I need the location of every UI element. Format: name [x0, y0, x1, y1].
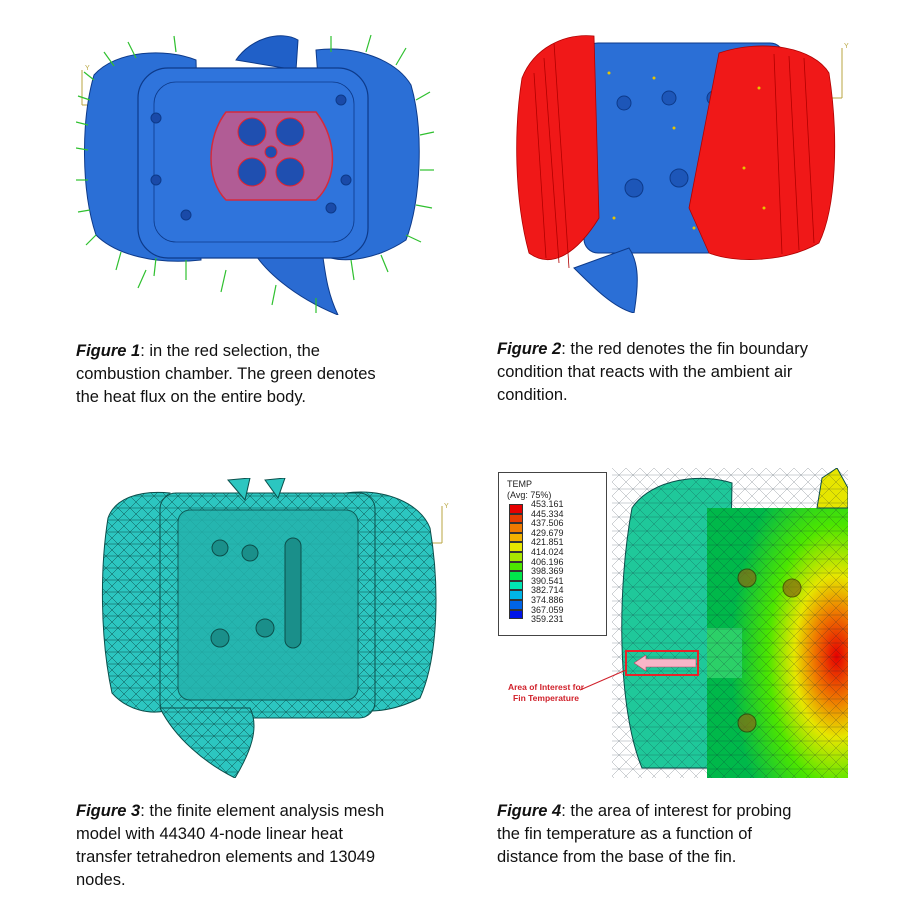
figure-1-image: Y: [76, 30, 436, 315]
area-of-interest-arrow: [634, 655, 696, 671]
figure-2-label: Figure 2: [497, 340, 562, 358]
legend-swatch: [509, 542, 523, 552]
legend-value: 359.231: [531, 614, 564, 625]
fin-boundary-left: [516, 35, 600, 269]
legend-value: 453.161: [531, 499, 564, 509]
figure-3-image: Y: [100, 478, 460, 778]
svg-text:Y: Y: [444, 503, 449, 510]
annotation-pointer: [578, 668, 628, 692]
svg-text:Y: Y: [85, 65, 90, 72]
legend-swatch: [509, 532, 523, 543]
figure-4-label: Figure 4: [497, 802, 562, 820]
legend-swatch: [509, 552, 523, 562]
legend-value: 406.196: [531, 556, 564, 567]
figure-1-caption: Figure 1: in the red selection, the comb…: [76, 342, 376, 406]
legend-value: 414.024: [531, 547, 564, 557]
legend-value: 445.334: [531, 508, 564, 519]
area-of-interest-label: Area of Interest for Fin Temperature: [507, 682, 585, 703]
legend-swatch: [509, 580, 523, 591]
legend-swatch: [509, 571, 523, 581]
figure-2-caption: Figure 2: the red denotes the fin bounda…: [497, 340, 808, 404]
figure-4-image: [612, 468, 848, 778]
legend-value: 390.541: [531, 575, 564, 586]
area-of-interest-box: [625, 650, 699, 676]
figure-1-label: Figure 1: [76, 342, 141, 360]
legend-swatch: [509, 600, 523, 610]
svg-text:Y: Y: [844, 43, 849, 50]
heat-flux-arrows: [76, 34, 435, 313]
legend-value: 429.679: [531, 527, 564, 538]
legend-swatch: [509, 513, 523, 524]
legend-swatch: [509, 590, 523, 600]
legend-swatch: [509, 523, 523, 533]
axis-triad-icon: Y: [832, 43, 849, 99]
axis-triad-icon: Y: [430, 503, 449, 544]
legend-value: 367.059: [531, 604, 564, 615]
figure-4-caption: Figure 4: the area of interest for probi…: [497, 802, 792, 866]
figure-3-caption: Figure 3: the finite element analysis me…: [76, 802, 385, 889]
legend-swatch: [509, 609, 523, 620]
legend-value: 374.886: [531, 595, 564, 605]
legend-value: 437.506: [531, 518, 564, 529]
figure-2-image: Y: [514, 18, 854, 313]
legend-title: TEMP: [507, 479, 533, 489]
legend-value: 398.369: [531, 566, 564, 577]
fin-boundary-right: [688, 45, 836, 260]
legend-value: 382.714: [531, 585, 564, 596]
figure-3-label: Figure 3: [76, 802, 141, 820]
legend-value: 421.851: [531, 537, 564, 548]
legend-swatch: [509, 504, 523, 514]
legend-swatch: [509, 561, 523, 572]
legend-subtitle: (Avg: 75%): [507, 490, 552, 500]
